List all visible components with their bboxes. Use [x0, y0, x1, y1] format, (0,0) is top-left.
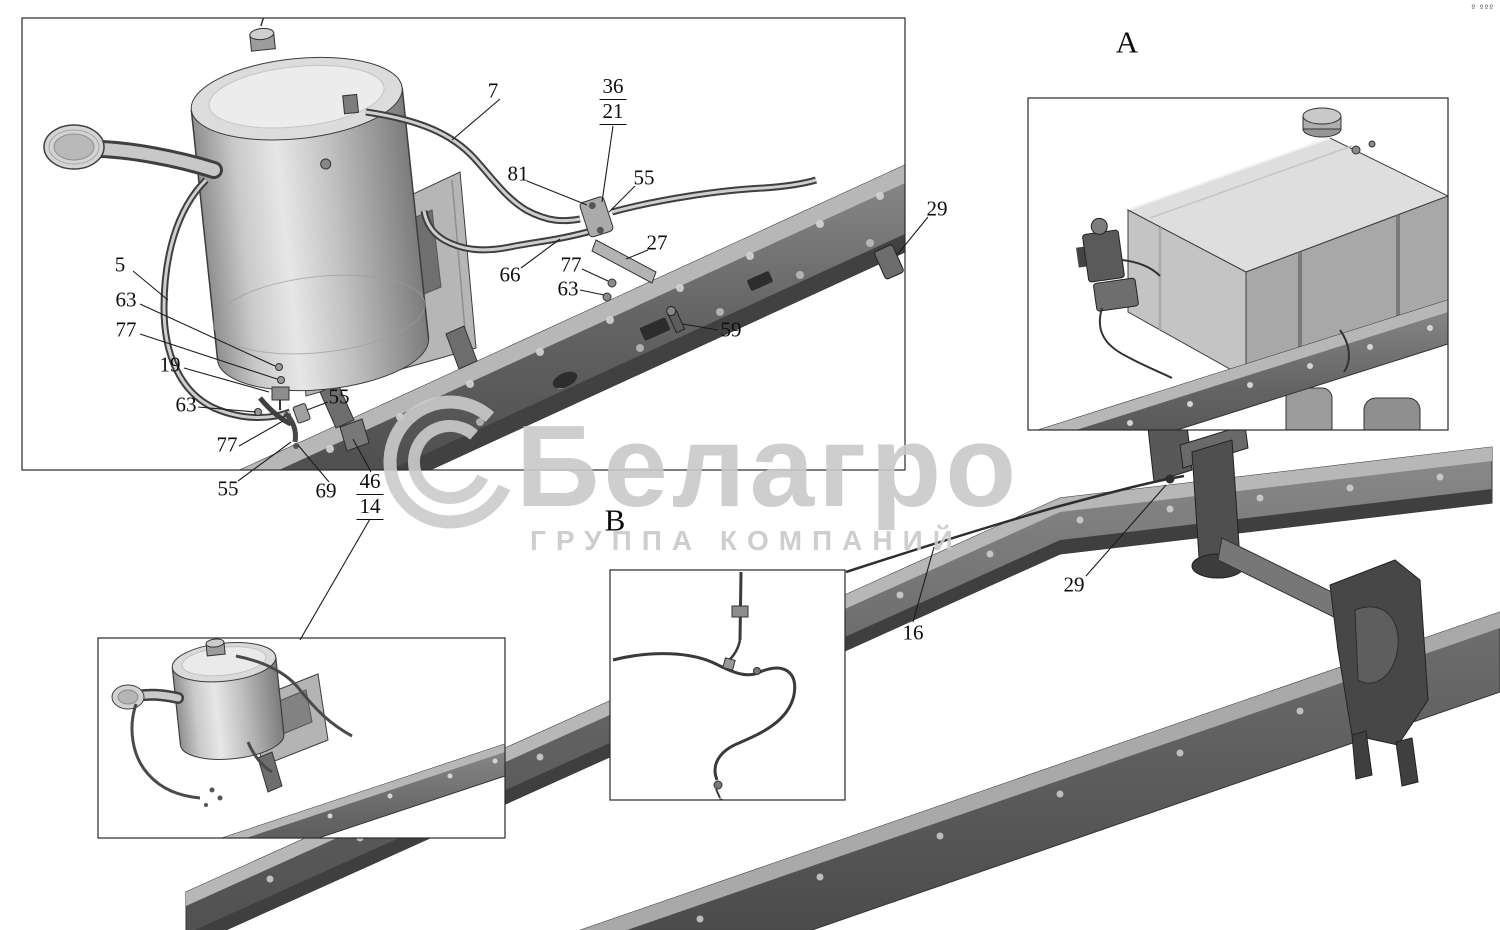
overview-fittings — [204, 787, 223, 807]
support-bracket — [591, 239, 657, 302]
filler-cap — [1302, 107, 1342, 138]
watermark-subtitle: ГРУППА КОМПАНИЙ — [530, 524, 963, 556]
outlet-fitting — [342, 93, 360, 115]
tank-mounts — [1285, 387, 1421, 430]
box-b-border — [609, 569, 846, 801]
frame-rail-lower — [579, 611, 1500, 930]
detail-connector-line — [299, 518, 371, 641]
detail-box-main — [21, 17, 906, 471]
detail-box-a — [1027, 97, 1449, 431]
front-fitting — [320, 158, 332, 170]
drain-fittings — [254, 363, 370, 452]
rail-a — [1036, 299, 1448, 430]
rail-bolt — [666, 306, 686, 334]
page-corner-marks: º ººº — [1471, 3, 1494, 12]
pipe-clamp — [731, 605, 749, 618]
oil-reservoir-tank — [190, 18, 430, 392]
breather-cap — [249, 18, 276, 52]
main-box-border — [21, 17, 906, 471]
fuel-pump-unit — [1076, 217, 1139, 312]
filler-neck — [43, 124, 223, 179]
overview-tank — [171, 638, 285, 760]
pipe-clamp — [1165, 474, 1175, 484]
overview-hoses — [130, 654, 353, 800]
fuel-line — [845, 474, 1185, 574]
overview-filler-arm — [111, 684, 184, 710]
hose-clamp — [579, 196, 614, 238]
pump-hose — [1098, 307, 1173, 379]
box-a-border — [1027, 97, 1449, 431]
leader-lines — [132, 98, 1167, 641]
watermark: Белагро ГРУППА КОМПАНИЙ — [383, 395, 1020, 556]
detail-box-b — [609, 569, 846, 801]
pipe-detail — [612, 571, 797, 800]
rail-bracket — [874, 244, 904, 280]
hoses — [160, 108, 818, 427]
detail-rail — [239, 164, 905, 470]
fuel-tank — [1126, 107, 1448, 379]
watermark-brand: Белагро — [516, 401, 1020, 531]
chassis-frame — [185, 415, 1500, 930]
overview-rail — [220, 743, 505, 838]
brand-logo-icon — [383, 395, 517, 529]
detail-box-overview — [97, 637, 506, 839]
spring-brackets — [1147, 415, 1429, 787]
